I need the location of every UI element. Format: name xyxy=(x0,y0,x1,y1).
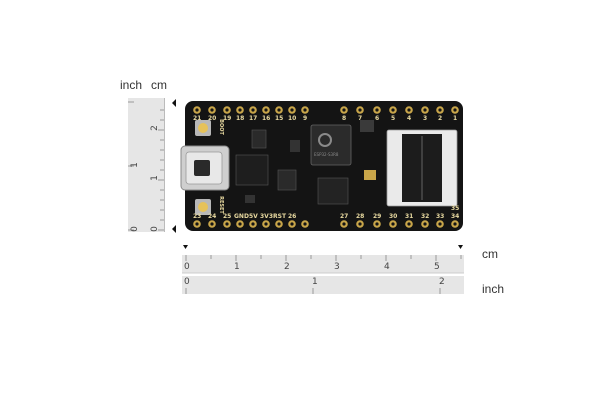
pin-label-top: 8 xyxy=(342,115,347,122)
pin-label-bottom: 34 xyxy=(451,213,460,220)
pin-label-top: 6 xyxy=(375,115,380,122)
hruler-cm-tick: 4 xyxy=(384,262,390,272)
pin-label-bottom: 3V3 xyxy=(260,213,273,220)
pin-label-bottom: 27 xyxy=(340,213,349,220)
pin-label-top: 19 xyxy=(223,115,232,122)
pin-label-bottom: 28 xyxy=(356,213,365,220)
pin-label-bottom: 26 xyxy=(288,213,297,220)
pin-label-bottom: 30 xyxy=(389,213,398,220)
horizontal-ruler-cm xyxy=(182,255,464,273)
pin-label-top: 21 xyxy=(193,115,202,122)
reset-label: RESET xyxy=(217,196,224,214)
pin-label-bottom: 5V xyxy=(249,213,258,220)
hruler-inch-tick: 2 xyxy=(439,277,445,287)
pin-label-bottom: 31 xyxy=(405,213,414,220)
hruler-cm-tick: 5 xyxy=(434,262,440,272)
hruler-cm-tick: 2 xyxy=(284,262,290,272)
pin-label-top: 7 xyxy=(358,115,363,122)
cm-label-vertical: cm xyxy=(151,78,167,92)
pin-label-top: 17 xyxy=(249,115,258,122)
pin-label-bottom: 35 xyxy=(451,205,460,212)
pin-label-top: 18 xyxy=(236,115,245,122)
inch-label-vertical: inch xyxy=(120,78,143,92)
pin-label-bottom: 29 xyxy=(373,213,382,220)
hruler-inch-tick: 1 xyxy=(312,277,318,287)
pin-label-top: 1 xyxy=(453,115,458,122)
pin-label-top: 9 xyxy=(303,115,308,122)
pin-label-top: 4 xyxy=(407,115,412,122)
inch-label-horizontal: inch xyxy=(482,282,505,296)
pin-label-top: 2 xyxy=(438,115,443,122)
pin-label-bottom: GND xyxy=(234,213,249,220)
pin-label-top: 3 xyxy=(423,115,428,122)
pin-label-top: 5 xyxy=(391,115,396,122)
pin-label-top: 20 xyxy=(208,115,217,122)
pin-label-top: 16 xyxy=(262,115,271,122)
pin-label-top: 15 xyxy=(275,115,284,122)
pin-label-bottom: 24 xyxy=(208,213,217,220)
pin-label-bottom: 32 xyxy=(421,213,430,220)
pin-label-bottom: 25 xyxy=(223,213,232,220)
pin-label-bottom: RST xyxy=(273,213,287,220)
hruler-cm-tick: 0 xyxy=(184,262,190,272)
chip-marking: ESP32-S3R8 xyxy=(314,152,339,157)
horizontal-ruler-inch xyxy=(182,276,464,294)
hruler-inch-tick: 0 xyxy=(184,277,190,287)
pin-label-top: 10 xyxy=(288,115,297,122)
cm-label-horizontal: cm xyxy=(482,247,498,261)
hruler-cm-tick: 1 xyxy=(234,262,240,272)
boot-label: BOOT xyxy=(217,119,224,135)
hruler-cm-tick: 3 xyxy=(334,262,340,272)
pin-label-bottom: 33 xyxy=(436,213,445,220)
pin-label-bottom: 23 xyxy=(193,213,202,220)
vertical-ruler xyxy=(128,98,165,232)
